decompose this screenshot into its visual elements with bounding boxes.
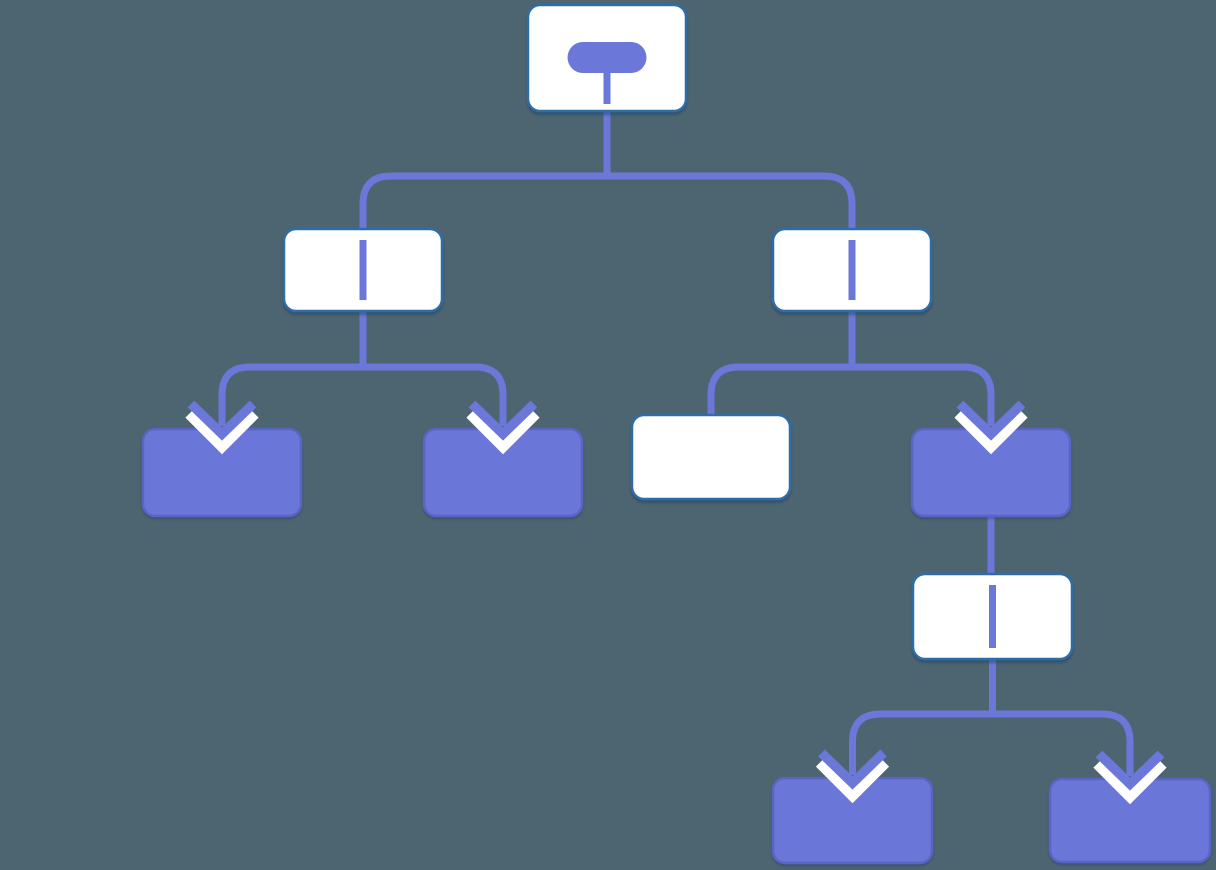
arrowhead-chevron-outline-icon (466, 408, 540, 455)
arrowhead-chevron-outline-icon (954, 408, 1028, 455)
edge-root-to-branch-left (359, 172, 607, 233)
edge-branch-left-to-leaf-2 (363, 363, 507, 426)
node-root-stem (603, 71, 611, 104)
edge-branch-bottom-to-leaf-5 (992, 710, 1134, 776)
arrowhead-chevron-icon (1095, 750, 1165, 791)
nodes-layer (141, 3, 1212, 865)
edges-layer (218, 109, 1134, 776)
edge-root-to-branch-right (607, 172, 856, 233)
node-branch-left-divider (359, 240, 367, 300)
arrowhead-chevron-outline-icon (1093, 758, 1167, 805)
arrowhead-chevron-icon (468, 400, 538, 441)
edge-branch-bottom-to-leaf-4 (849, 710, 993, 775)
node-branch-right-divider (848, 240, 856, 300)
edge-branch-right-to-child-plain (707, 363, 852, 419)
arrowhead-chevron-outline-icon (815, 757, 890, 804)
edge-branch-right-to-leaf-3 (852, 363, 995, 426)
node-child-plain (630, 413, 792, 501)
arrowhead-chevron-icon (187, 400, 257, 441)
arrowhead-chevron-icon (818, 749, 887, 790)
node-branch-bottom-divider (989, 585, 996, 648)
arrowhead-chevron-icon (956, 400, 1026, 441)
arrowheads-layer (185, 400, 1167, 805)
edge-branch-left-to-leaf-1 (218, 363, 363, 426)
node-root-pill (567, 42, 647, 73)
arrowhead-chevron-outline-icon (185, 408, 259, 455)
